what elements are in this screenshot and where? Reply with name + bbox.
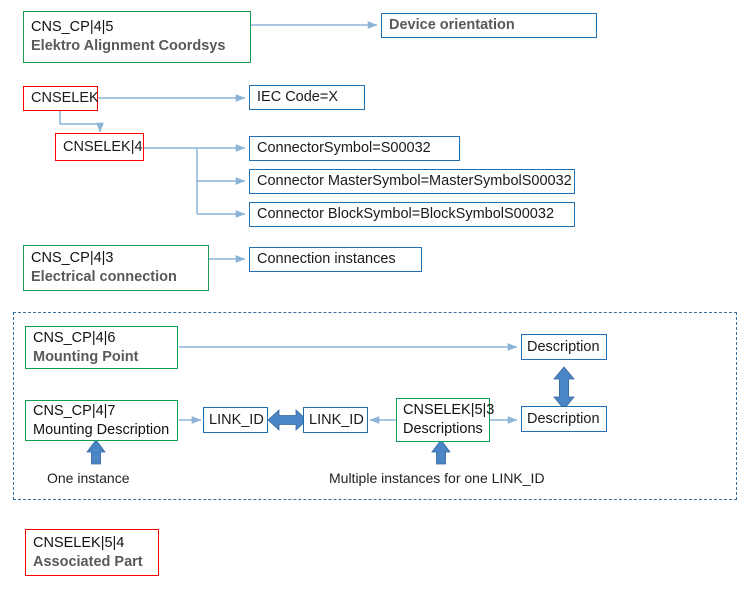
node-iec-code[interactable]: IEC Code=X: [249, 85, 365, 110]
caption-one-instance: One instance: [47, 470, 130, 486]
node-cnselek-code: CNSELEK: [31, 90, 99, 107]
node-device-orientation-text: Device orientation: [389, 17, 515, 34]
caption-multiple-instances: Multiple instances for one LINK_ID: [329, 470, 545, 486]
node-description-top-text: Description: [527, 338, 600, 355]
node-alignment-coordsys-label: Elektro Alignment Coordsys: [31, 38, 226, 54]
node-associated-part-label: Associated Part: [33, 553, 143, 570]
node-electrical-connection[interactable]: CNS_CP|4|3 Electrical connection: [23, 245, 209, 291]
node-link-id-right[interactable]: LINK_ID: [303, 407, 368, 433]
node-connector-symbol-text: ConnectorSymbol=S00032: [257, 140, 431, 157]
node-cnselek-4[interactable]: CNSELEK|4: [55, 133, 144, 161]
node-electrical-connection-label: Electrical connection: [31, 269, 177, 285]
node-cnselek[interactable]: CNSELEK: [23, 86, 99, 111]
node-mounting-description[interactable]: CNS_CP|4|7 Mounting Description: [25, 400, 178, 441]
node-associated-part-code: CNSELEK|5|4: [33, 534, 125, 551]
node-description-top[interactable]: Description: [521, 334, 607, 360]
node-device-orientation[interactable]: Device orientation: [381, 13, 597, 38]
node-cnselek-4-code: CNSELEK|4: [63, 138, 143, 155]
node-associated-part[interactable]: CNSELEK|5|4 Associated Part: [25, 529, 159, 576]
node-connection-instances-text: Connection instances: [257, 251, 396, 268]
node-link-id-left[interactable]: LINK_ID: [203, 407, 268, 433]
node-descriptions[interactable]: CNSELEK|5|3 Descriptions: [396, 398, 495, 442]
node-electrical-connection-code: CNS_CP|4|3: [31, 250, 114, 267]
node-mounting-point-label: Mounting Point: [33, 348, 139, 365]
node-connector-master-symbol-text: Connector MasterSymbol=MasterSymbolS0003…: [257, 173, 572, 190]
node-descriptions-label: Descriptions: [403, 421, 483, 437]
node-link-id-right-text: LINK_ID: [309, 411, 364, 428]
node-alignment-coordsys-code: CNS_CP|4|5: [31, 19, 114, 36]
node-iec-code-text: IEC Code=X: [257, 89, 339, 106]
node-mounting-point[interactable]: CNS_CP|4|6 Mounting Point: [25, 326, 178, 369]
node-alignment-coordsys[interactable]: CNS_CP|4|5 Elektro Alignment Coordsys: [23, 11, 251, 63]
node-descriptions-code: CNSELEK|5|3: [403, 402, 495, 419]
node-connector-master-symbol[interactable]: Connector MasterSymbol=MasterSymbolS0003…: [249, 169, 575, 194]
node-connector-block-symbol[interactable]: Connector BlockSymbol=BlockSymbolS00032: [249, 202, 575, 227]
node-connection-instances[interactable]: Connection instances: [249, 247, 422, 272]
node-mounting-description-label: Mounting Description: [33, 421, 170, 438]
node-description-bottom-text: Description: [527, 410, 600, 427]
node-mounting-description-code: CNS_CP|4|7: [33, 402, 116, 419]
node-connector-block-symbol-text: Connector BlockSymbol=BlockSymbolS00032: [257, 206, 555, 223]
node-description-bottom[interactable]: Description: [521, 406, 607, 432]
node-mounting-point-code: CNS_CP|4|6: [33, 329, 116, 346]
node-connector-symbol[interactable]: ConnectorSymbol=S00032: [249, 136, 460, 161]
mounting-group-dashed-box: [13, 312, 737, 500]
node-link-id-left-text: LINK_ID: [209, 411, 264, 428]
